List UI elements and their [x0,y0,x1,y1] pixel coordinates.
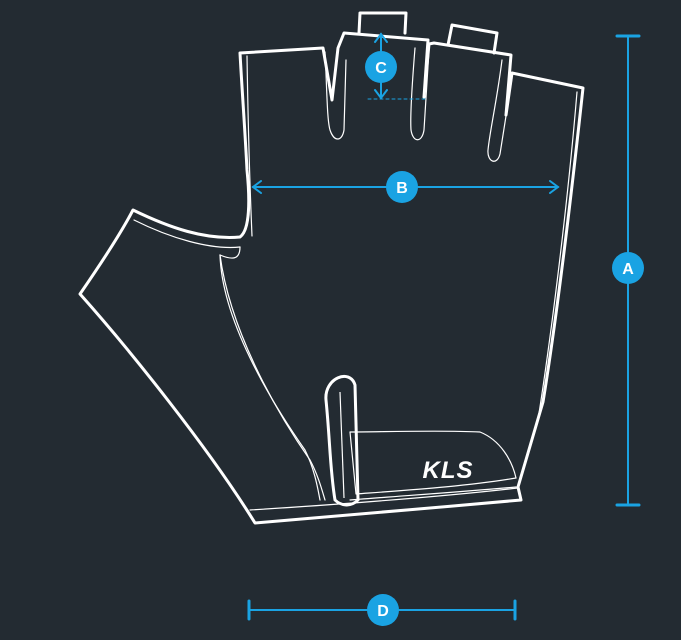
strap-tab [349,430,517,495]
cuff-seam-1 [249,487,519,511]
middle-finger-tab [357,11,408,35]
dimension-c-arrow-top [374,32,388,43]
cuff-seam-2 [349,486,517,501]
glove-outline [78,11,585,525]
glove-seams [133,47,578,511]
badge-b: B [386,171,418,203]
badge-c-circle [365,51,397,83]
finger-slit-2 [410,47,430,141]
finger-opening-left [246,55,253,237]
thumb-palm-seam [219,246,241,259]
palm-seam-inner [219,254,326,501]
badge-a-circle [612,252,644,284]
pull-tab-loop [324,374,360,507]
badge-d: D [367,594,399,626]
finger-slit-1 [324,51,347,140]
badge-c-label: C [375,60,387,77]
badge-c: C [365,51,397,83]
brand-logo: KLS [423,457,474,484]
dimension-b-arrow-right [549,180,560,194]
thumb-cuff-seam [133,219,241,249]
pull-tab-inner [339,391,345,499]
dimension-c-arrow-bottom [374,89,388,100]
badge-b-label: B [396,180,408,197]
finger-slit-3 [487,59,513,162]
finger-opening-right [537,91,578,421]
badge-d-circle [367,594,399,626]
badge-b-circle [386,171,418,203]
badge-a: A [612,252,644,284]
glove-body [78,31,585,525]
dimension-b-arrow-left [251,180,262,194]
badge-a-label: A [622,261,634,278]
badge-d-label: D [377,603,389,620]
palm-seam-outer [219,254,321,501]
ring-finger-tab [446,23,499,55]
